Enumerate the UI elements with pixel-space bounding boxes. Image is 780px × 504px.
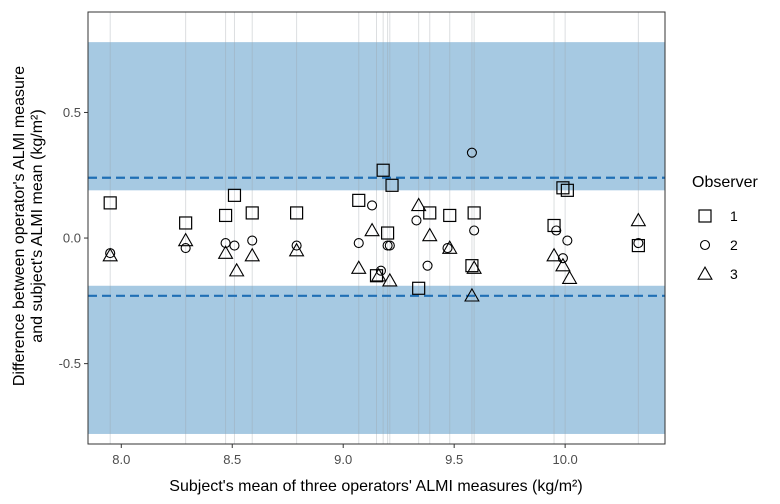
y-tick-label: 0.5 [63, 105, 81, 120]
data-point-observer-1 [380, 226, 395, 240]
data-point-observer-3 [381, 272, 398, 287]
y-tick-label: 0.0 [63, 231, 81, 246]
legend-key-observer-2 [699, 239, 711, 251]
data-point-observer-3 [370, 267, 387, 282]
data-point-observer-3 [102, 247, 119, 262]
data-point-observer-2 [384, 240, 395, 251]
x-tick-label: 8.0 [112, 452, 130, 467]
data-point-observer-1 [376, 163, 390, 177]
data-point-observer-1 [227, 188, 242, 202]
data-point-observer-1 [385, 178, 399, 192]
data-point-observer-2 [442, 243, 453, 254]
data-point-observer-2 [469, 225, 480, 236]
data-point-observer-3 [410, 197, 427, 212]
data-point-observer-1 [412, 281, 426, 295]
data-point-observer-1 [179, 216, 193, 230]
data-point-observer-1 [218, 208, 233, 223]
data-point-observer-3 [177, 232, 194, 247]
data-point-observer-2 [411, 215, 422, 226]
shaded-band-2 [88, 285, 665, 434]
shaded-band-1 [88, 42, 665, 191]
data-point-observer-3 [466, 260, 482, 274]
legend-title: Observer [692, 174, 758, 191]
x-tick-label: 9.0 [334, 452, 352, 467]
x-tick-label: 10.0 [552, 452, 577, 467]
data-point-observer-3 [555, 257, 571, 272]
data-point-observer-3 [421, 227, 438, 242]
data-point-observer-3 [464, 287, 480, 302]
data-point-observer-3 [546, 247, 562, 262]
data-point-observer-1 [290, 206, 304, 220]
data-point-observer-1 [245, 206, 259, 220]
data-point-observer-2 [551, 225, 562, 236]
data-point-observer-1 [423, 206, 437, 220]
legend-label-observer-3: 3 [730, 266, 738, 282]
y-axis-title-line-2: and subject's ALMI mean (kg/m²) [29, 109, 46, 342]
data-point-observer-3 [364, 222, 380, 237]
y-tick-label: -0.5 [59, 356, 81, 371]
data-point-observer-2 [466, 147, 477, 158]
data-point-observer-3 [228, 262, 245, 277]
data-point-observer-2 [562, 235, 573, 246]
axes: 8.0 8.5 9.0 9.5 10.0 0.5 0.0 -0.5 [59, 11, 666, 467]
data-point-observer-3 [630, 212, 647, 227]
x-axis-title: Subject's mean of three operators' ALMI … [169, 478, 582, 495]
data-point-observer-3 [244, 247, 261, 262]
data-point-observer-3 [350, 260, 367, 274]
data-point-observer-1 [547, 218, 561, 233]
x-tick-label: 8.5 [223, 452, 241, 467]
data-point-observer-2 [422, 260, 433, 271]
data-point-observer-2 [229, 240, 240, 251]
x-tick-label: 9.5 [445, 452, 463, 467]
legend-key-observer-3 [697, 265, 713, 280]
data-point-observer-2 [291, 240, 302, 251]
legend-label-observer-1: 1 [730, 208, 738, 224]
data-point-observer-3 [441, 240, 458, 254]
data-point-observer-2 [375, 265, 386, 276]
legend: Observer 1 2 3 [692, 174, 758, 282]
data-point-observer-1 [352, 193, 366, 207]
y-axis-title-line-1: Difference between operator's ALMI measu… [11, 66, 28, 386]
data-point-observer-1 [560, 183, 574, 197]
data-point-observer-2 [180, 243, 191, 254]
data-point-observer-2 [633, 238, 644, 249]
data-point-observer-1 [465, 259, 479, 273]
plot-area [88, 12, 665, 444]
y-axis-title: Difference between operator's ALMI measu… [11, 66, 46, 386]
data-point-observer-2 [367, 200, 378, 211]
data-point-observer-3 [217, 245, 234, 259]
data-point-observer-2 [353, 238, 364, 249]
data-point-observer-1 [103, 196, 117, 210]
data-point-observer-2 [557, 253, 568, 264]
data-point-observer-3 [288, 242, 305, 257]
data-point-observer-1 [631, 238, 645, 253]
data-point-observer-1 [556, 181, 570, 195]
data-point-observer-3 [561, 270, 578, 284]
legend-key-observer-1 [698, 209, 712, 223]
legend-label-observer-2: 2 [730, 237, 738, 253]
data-point-observer-2 [247, 235, 258, 246]
data-point-observer-1 [467, 206, 481, 220]
data-point-observer-1 [443, 208, 457, 223]
panel-border [87, 11, 666, 445]
